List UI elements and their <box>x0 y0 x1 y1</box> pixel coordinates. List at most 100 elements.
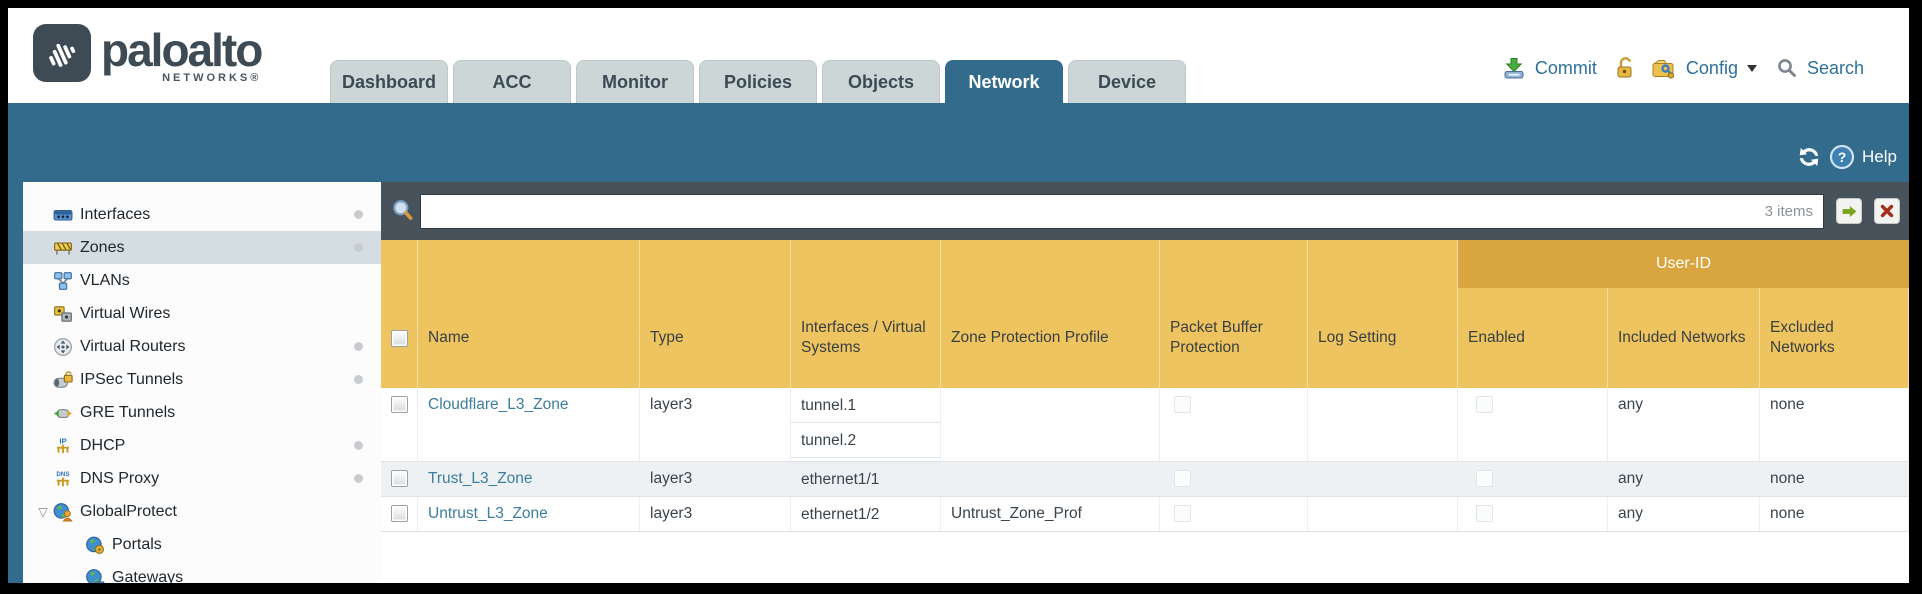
top-actions: Commit C <box>1502 56 1864 80</box>
column-header-interfaces-virtual-systems[interactable]: Interfaces / Virtual Systems <box>791 240 941 388</box>
sidebar-item-label: Interfaces <box>80 205 151 223</box>
row-checkbox[interactable] <box>390 470 408 487</box>
excluded-networks-cell: none <box>1760 497 1909 531</box>
svg-text:DNS: DNS <box>56 471 69 478</box>
help-link[interactable]: Help <box>1862 147 1897 166</box>
pending-changes-dot <box>354 243 363 252</box>
tab-dashboard[interactable]: Dashboard <box>330 60 448 103</box>
sidebar-item-virtual-routers[interactable]: Virtual Routers <box>23 330 381 363</box>
sidebar-item-label: Gateways <box>112 568 184 584</box>
interface-entry: tunnel.1 <box>791 388 940 423</box>
user-id-enabled-checkbox[interactable] <box>1476 396 1493 413</box>
column-header-log-setting[interactable]: Log Setting <box>1308 240 1458 388</box>
included-networks-cell: any <box>1608 497 1760 531</box>
zone-name-cell: Trust_L3_Zone <box>418 462 640 496</box>
sidebar-item-zones[interactable]: Zones <box>23 231 381 264</box>
column-header-name[interactable]: Name <box>418 240 640 388</box>
pending-changes-dot <box>354 474 363 483</box>
sidebar-item-vlans[interactable]: VLANs <box>23 264 381 297</box>
sidebar-item-label: Zones <box>80 238 125 256</box>
refresh-icon[interactable] <box>1796 144 1822 170</box>
tab-objects[interactable]: Objects <box>822 60 940 103</box>
user-id-enabled-checkbox[interactable] <box>1476 505 1493 522</box>
config-button[interactable]: Config <box>1685 57 1738 78</box>
portals-icon <box>85 535 105 555</box>
row-checkbox[interactable] <box>390 396 408 413</box>
log-setting-cell <box>1308 388 1458 461</box>
expand-triangle-icon[interactable]: ▽ <box>38 504 48 519</box>
zone-protection-profile-cell: Untrust_Zone_Prof <box>941 497 1160 531</box>
zone-name-link[interactable]: Cloudflare_L3_Zone <box>428 396 569 413</box>
filter-input[interactable] <box>421 194 1823 228</box>
search-icon <box>390 198 416 224</box>
column-header-included-networks[interactable]: Included Networks <box>1608 240 1760 388</box>
zones-icon <box>53 238 73 258</box>
sidebar-item-gateways[interactable]: Gateways <box>23 561 381 583</box>
filter-input-wrap: 3 items <box>420 193 1824 229</box>
sidebar-item-portals[interactable]: Portals <box>23 528 381 561</box>
sidebar-item-label: GlobalProtect <box>80 502 177 520</box>
ipsec-tunnels-icon <box>53 370 73 390</box>
tab-network[interactable]: Network <box>945 60 1063 103</box>
sidebar-item-globalprotect[interactable]: ▽ GlobalProtect <box>23 495 381 528</box>
globalprotect-icon <box>53 502 73 522</box>
packet-buffer-protection-checkbox[interactable] <box>1174 505 1191 522</box>
lock-open-icon[interactable] <box>1614 56 1636 80</box>
column-header-zone-protection-profile[interactable]: Zone Protection Profile <box>941 240 1160 388</box>
tab-acc[interactable]: ACC <box>453 60 571 103</box>
column-header-type[interactable]: Type <box>640 240 791 388</box>
config-icon <box>1651 56 1677 80</box>
interfaces-cell: ethernet1/1 <box>791 462 941 496</box>
search-button[interactable]: Search <box>1806 57 1864 78</box>
sidebar-item-interfaces[interactable]: Interfaces <box>23 198 381 231</box>
help-icon[interactable]: ? <box>1829 144 1855 170</box>
sidebar-item-ipsec-tunnels[interactable]: IPSec Tunnels <box>23 363 381 396</box>
sidebar-item-virtual-wires[interactable]: Virtual Wires <box>23 297 381 330</box>
sidebar-item-label: Virtual Wires <box>80 304 171 322</box>
sidebar-item-gre-tunnels[interactable]: GRE Tunnels <box>23 396 381 429</box>
paloalto-logo: paloalto NETWORKS® <box>33 24 263 84</box>
clear-filter-button[interactable] <box>1874 198 1900 224</box>
packet-buffer-protection-checkbox[interactable] <box>1174 396 1191 413</box>
column-header-packet-buffer-protection[interactable]: Packet Buffer Protection <box>1160 240 1308 388</box>
column-header-excluded-networks[interactable]: Excluded Networks <box>1760 240 1909 388</box>
select-all-checkbox[interactable] <box>390 329 408 347</box>
apply-filter-button[interactable] <box>1836 198 1862 224</box>
excluded-networks-cell: none <box>1760 388 1909 461</box>
user-id-group-header: User-ID <box>1458 240 1909 288</box>
tab-monitor[interactable]: Monitor <box>576 60 694 103</box>
row-select-cell <box>381 462 418 496</box>
commit-button[interactable]: Commit <box>1534 57 1597 78</box>
close-icon <box>1879 203 1895 219</box>
zone-name-cell: Untrust_L3_Zone <box>418 497 640 531</box>
gateways-icon <box>85 568 105 583</box>
chevron-down-icon[interactable] <box>1746 65 1757 77</box>
row-checkbox[interactable] <box>390 505 408 522</box>
column-header-enabled[interactable]: Enabled <box>1458 240 1608 388</box>
brand-sub: NETWORKS® <box>162 72 262 84</box>
zone-type-cell: layer3 <box>640 388 791 461</box>
zone-protection-profile-cell <box>941 462 1160 496</box>
packet-buffer-protection-checkbox[interactable] <box>1174 470 1191 487</box>
zone-name-link[interactable]: Trust_L3_Zone <box>428 470 533 487</box>
user-id-enabled-checkbox[interactable] <box>1476 470 1493 487</box>
items-count: 3 items <box>1764 202 1813 220</box>
sidebar-item-label: IPSec Tunnels <box>80 370 184 388</box>
dns-proxy-icon: DNS <box>53 469 73 489</box>
arrow-right-icon <box>1841 203 1858 220</box>
tab-policies[interactable]: Policies <box>699 60 817 103</box>
zone-name-link[interactable]: Untrust_L3_Zone <box>428 505 548 522</box>
sidebar-item-label: DHCP <box>80 436 126 454</box>
tab-device[interactable]: Device <box>1068 60 1186 103</box>
